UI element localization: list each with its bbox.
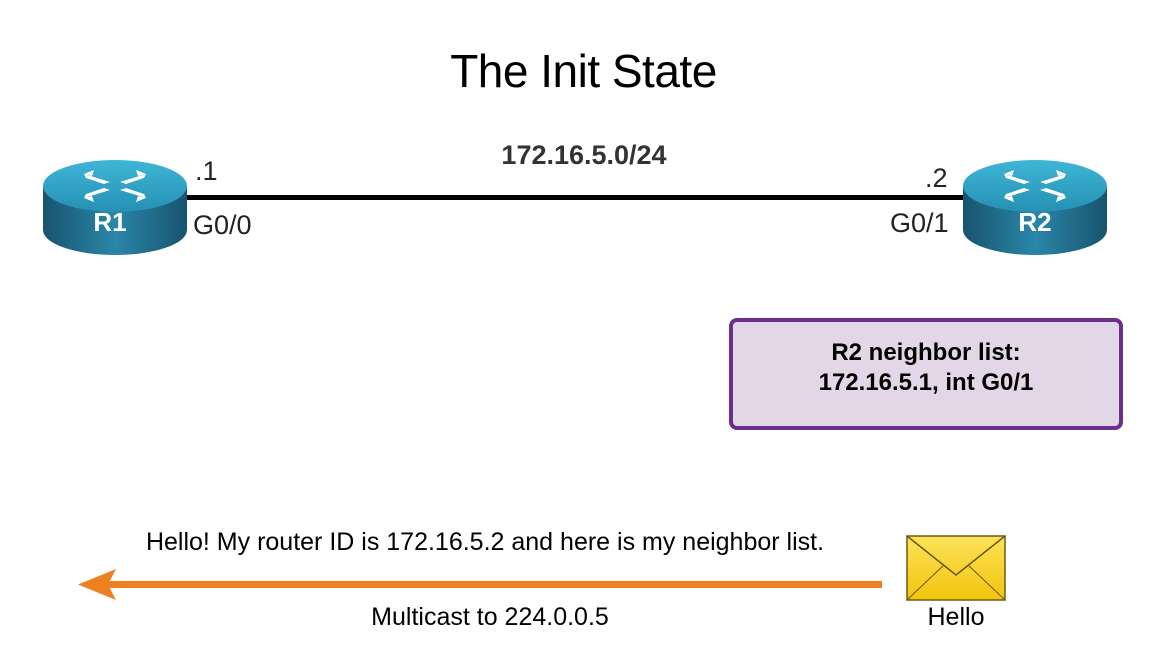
- envelope-label: Hello: [927, 603, 985, 631]
- r1-interface: G0/0: [193, 210, 252, 240]
- router-r1-icon: [43, 160, 187, 255]
- r2-interface: G0/1: [890, 208, 949, 238]
- router-r2-icon: [963, 160, 1107, 255]
- router-r1-label: R1: [93, 207, 127, 237]
- hello-message: Hello! My router ID is 172.16.5.2 and he…: [145, 528, 825, 556]
- router-r2-label: R2: [1018, 207, 1052, 237]
- multicast-label: Multicast to 224.0.0.5: [371, 603, 609, 631]
- arrow-left-icon: [78, 569, 882, 600]
- neighbor-list-heading: R2 neighbor list:: [831, 339, 1021, 366]
- r2-ip-suffix: .2: [925, 163, 948, 193]
- diagram-title: The Init State: [450, 45, 717, 97]
- neighbor-list-entry: 172.16.5.1, int G0/1: [818, 369, 1034, 396]
- link-line: [170, 195, 990, 200]
- r2-neighbor-list-box: R2 neighbor list: 172.16.5.1, int G0/1: [729, 318, 1123, 430]
- r1-ip-suffix: .1: [195, 156, 218, 186]
- envelope-icon: [906, 535, 1006, 601]
- network-label: 172.16.5.0/24: [501, 140, 667, 170]
